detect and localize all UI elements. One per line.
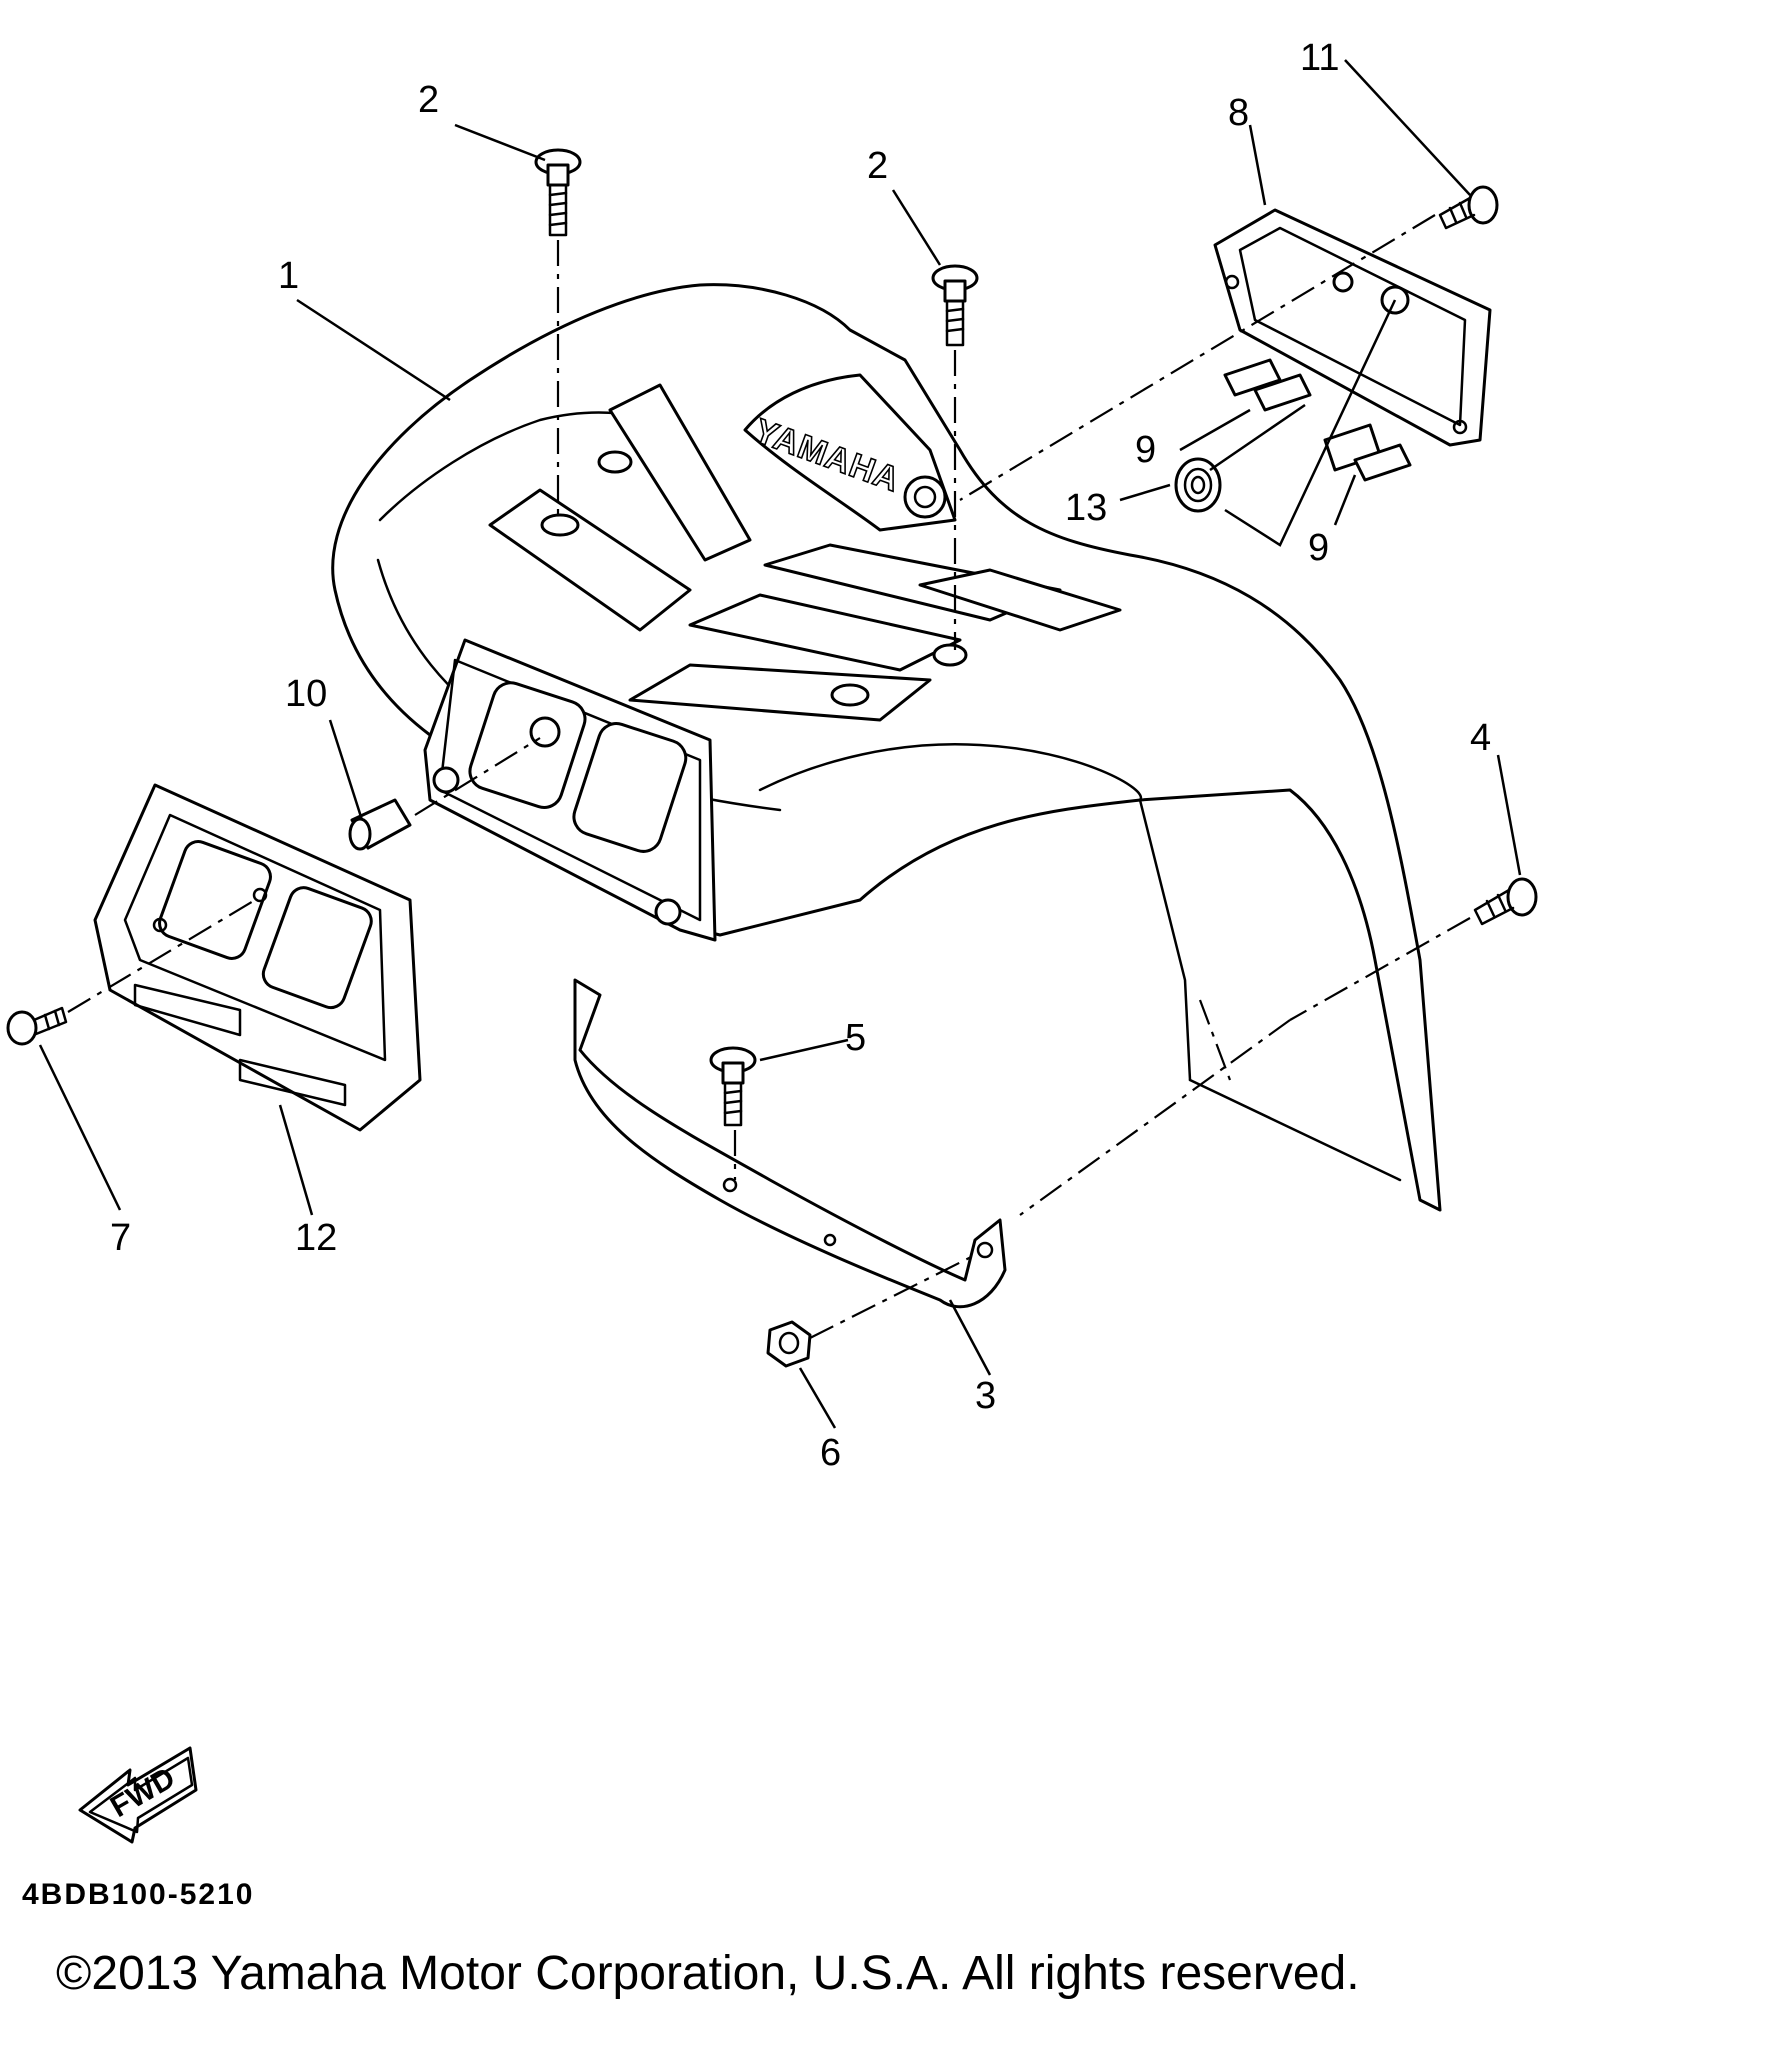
logo-panel-knob (903, 475, 947, 519)
collar-10 (348, 798, 412, 851)
screw-11 (1438, 185, 1499, 230)
callout-13: 13 (1065, 487, 1107, 529)
callout-3: 3 (975, 1375, 996, 1417)
headlight-bezel-part (93, 783, 422, 1132)
top-pad (628, 663, 932, 722)
bolt-5 (709, 1046, 757, 1127)
grommet-13 (1174, 457, 1222, 513)
callout-labels: 1 2 2 3 4 5 6 7 8 9 9 10 11 12 13 (110, 37, 1491, 1474)
fender-right-flare (1138, 798, 1192, 1082)
bolt-2b (931, 264, 979, 347)
callout-1: 1 (278, 255, 299, 297)
fwd-arrow-icon: FWD (78, 1746, 198, 1844)
top-cover-part (1213, 208, 1492, 482)
callout-9b: 9 (1308, 527, 1329, 569)
callout-5: 5 (845, 1017, 866, 1059)
leader-lines (38, 59, 1522, 1429)
callout-2b: 2 (867, 145, 888, 187)
copyright-notice: ©2013 Yamaha Motor Corporation, U.S.A. A… (56, 1947, 1360, 2000)
top-pad (488, 488, 692, 632)
fender-side-skirt (758, 743, 1143, 802)
damper (1353, 443, 1412, 482)
screw-7 (6, 1006, 68, 1046)
bolt-2a (534, 148, 582, 237)
stay-part (573, 978, 1007, 1309)
nut-6 (766, 1320, 812, 1368)
callout-10: 10 (285, 673, 327, 715)
callout-2a: 2 (418, 79, 439, 121)
damper (1253, 373, 1312, 412)
callout-8: 8 (1228, 92, 1249, 134)
front-fender-part: YAMAHA (331, 283, 1442, 1212)
logo-panel (743, 373, 957, 532)
callout-4: 4 (1470, 717, 1491, 759)
assembly-lines (67, 214, 1471, 1339)
callout-11: 11 (1300, 37, 1339, 79)
callout-9a: 9 (1135, 429, 1156, 471)
callout-12: 12 (295, 1217, 337, 1259)
top-pad (688, 593, 962, 672)
callout-7: 7 (110, 1217, 131, 1259)
top-pad (608, 383, 752, 562)
drawing-code: 4BDB100-5210 (22, 1878, 255, 1911)
top-pad (918, 568, 1122, 632)
callout-6: 6 (820, 1432, 841, 1474)
damper (1223, 358, 1282, 397)
screw-4 (1473, 877, 1538, 926)
